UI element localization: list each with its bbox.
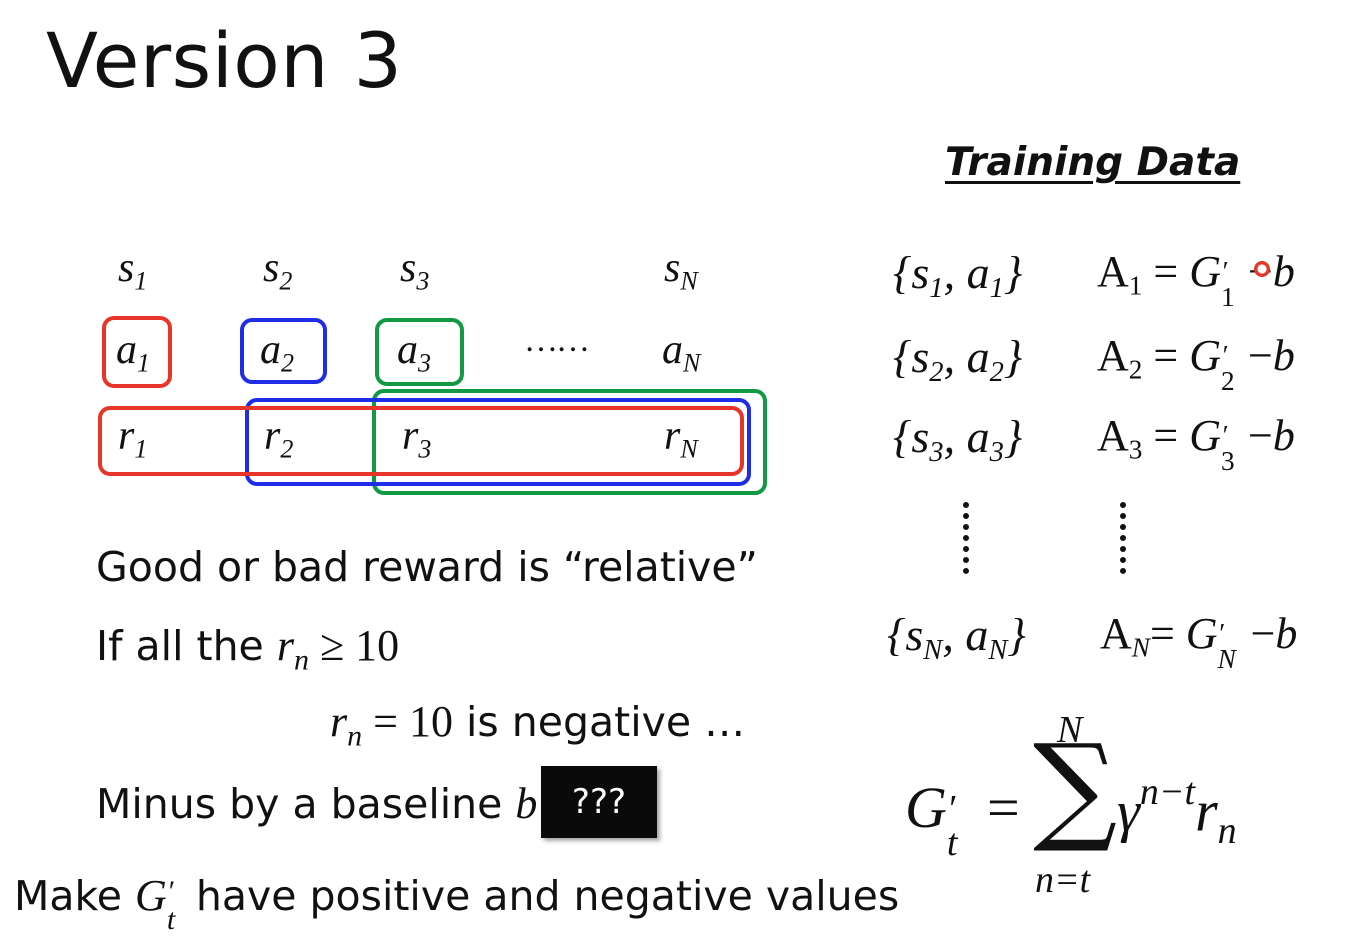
training-pair-2: {s2, a2} bbox=[893, 331, 1023, 389]
action-2: a2 bbox=[260, 327, 295, 378]
formula-lhs: G′t bbox=[905, 775, 958, 864]
reward-1: r1 bbox=[118, 413, 148, 464]
state-n: sN bbox=[664, 245, 698, 296]
reward-group-1-box bbox=[98, 406, 744, 476]
formula-term: γn−trn bbox=[1117, 771, 1237, 852]
reward-group-2-box bbox=[245, 398, 751, 486]
note-all-rewards: If all the rn ≥ 10 bbox=[96, 621, 400, 677]
note-negative: rn = 10 is negative … bbox=[330, 697, 746, 753]
action-1: a1 bbox=[116, 327, 151, 378]
summation-icon: ∑ bbox=[1033, 718, 1118, 856]
formula-lower-limit: n=t bbox=[1035, 859, 1091, 901]
action-1-box bbox=[102, 316, 172, 388]
pointer-cursor-icon bbox=[1254, 261, 1270, 277]
vertical-dots-left bbox=[963, 502, 975, 574]
training-pair-1: {s1, a1} bbox=[893, 247, 1023, 305]
state-3: s3 bbox=[400, 245, 430, 296]
reward-group-3-box bbox=[372, 389, 767, 495]
note-baseline: Minus by a baseline b bbox=[96, 779, 538, 828]
formula-equals: = bbox=[987, 775, 1020, 840]
reward-3: r3 bbox=[402, 413, 432, 464]
note-relative: Good or bad reward is “relative” bbox=[96, 543, 758, 591]
action-n: aN bbox=[662, 327, 701, 378]
note-make-g: Make G′t have positive and negative valu… bbox=[14, 871, 900, 936]
advantage-1: A1 = G′1 −b bbox=[1097, 247, 1295, 312]
ellipsis: …… bbox=[524, 322, 590, 359]
formula-upper-limit: N bbox=[1057, 709, 1083, 751]
action-3: a3 bbox=[397, 327, 432, 378]
return-formula: G′t = N ∑ n=t γn−trn bbox=[905, 708, 1305, 908]
reward-n: rN bbox=[664, 413, 698, 464]
action-3-box bbox=[375, 318, 464, 386]
training-pair-3: {s3, a3} bbox=[893, 411, 1023, 469]
state-2: s2 bbox=[263, 245, 293, 296]
action-2-box bbox=[240, 318, 327, 384]
reward-2: r2 bbox=[264, 413, 294, 464]
training-data-title: Training Data bbox=[945, 140, 1241, 185]
training-pair-n: {sN, aN} bbox=[887, 609, 1026, 667]
hidden-answer-box[interactable]: ??? bbox=[541, 766, 657, 838]
state-1: s1 bbox=[118, 245, 148, 296]
vertical-dots-right bbox=[1120, 502, 1132, 574]
slide-title: Version 3 bbox=[46, 16, 403, 105]
advantage-3: A3 = G′3 −b bbox=[1097, 411, 1295, 476]
advantage-2: A2 = G′2 −b bbox=[1097, 331, 1295, 396]
advantage-n: AN= G′N −b bbox=[1100, 609, 1298, 674]
